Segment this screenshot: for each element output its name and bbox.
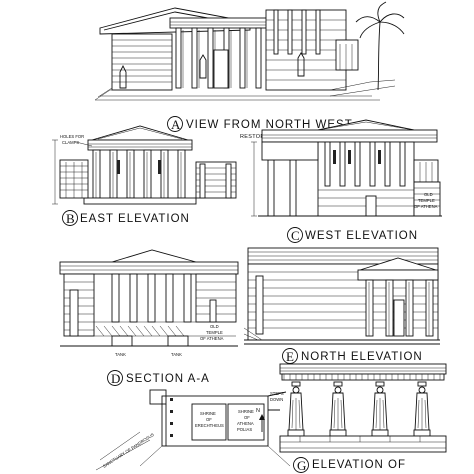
view-e-letter: E: [286, 349, 294, 364]
view-a-subtitle: RESTORED: [240, 134, 273, 140]
view-a-letter: A: [171, 117, 181, 132]
view-c-title: WEST ELEVATION: [305, 230, 418, 242]
view-b-holes-1: HOLES FOR: [60, 134, 84, 139]
view-f-steps-2: DOWN: [270, 397, 283, 402]
north-arrow-icon: [259, 414, 265, 432]
view-c-letter-circle: [287, 227, 303, 243]
view-a-letter-circle: [167, 116, 183, 132]
view-c-old-2: TEMPLE: [418, 198, 435, 203]
view-a-perspective: [94, 1, 405, 101]
view-d-old-2: TEMPLE: [206, 330, 223, 335]
view-f-shrine2-1: SHRINE: [238, 409, 254, 414]
view-e-letter-circle: [282, 348, 298, 364]
view-f-plan: [95, 389, 291, 471]
view-b-holes-2: CLAMPS: [62, 140, 79, 145]
view-d-old-3: OF ATHENA: [200, 336, 224, 341]
view-f-shrine2-2: OF: [244, 415, 250, 420]
view-b-title: EAST ELEVATION: [80, 213, 190, 225]
view-d-letter-circle: [107, 370, 123, 386]
view-c-letter: C: [291, 228, 300, 243]
view-b-east-elevation: [52, 125, 237, 205]
view-f-shrine1-2: OF: [206, 417, 212, 422]
view-f-steps-1: STEPS: [270, 391, 284, 396]
view-e-title: NORTH ELEVATION: [301, 351, 423, 363]
view-g-letter-circle: [293, 457, 309, 473]
view-d-letter: D: [111, 371, 120, 386]
view-g-caryatid-elevation: [279, 363, 447, 453]
view-e-north-elevation: [243, 247, 440, 345]
view-b-letter-circle: [62, 210, 78, 226]
view-g-title: ELEVATION OF: [312, 459, 406, 471]
view-b-holes-leader: [75, 141, 93, 147]
view-f-shrine1-3: ERECHTHEUS: [195, 423, 224, 428]
view-c-west-elevation: [251, 119, 442, 217]
view-b-letter: B: [66, 211, 75, 226]
view-d-old-1: OLD: [210, 324, 219, 329]
view-f-sanctuary: SANCTUARY OF PANDROSUS: [102, 432, 155, 469]
view-f-shrine1-1: SHRINE: [200, 411, 216, 416]
view-c-old-3: OF ATHENA: [414, 204, 438, 209]
view-c-old-1: OLD: [424, 192, 433, 197]
view-d-tank-1: TANK: [115, 352, 126, 357]
view-f-north: N: [256, 408, 260, 414]
view-f-shrine2-3: ATHENA: [237, 421, 254, 426]
view-d-tank-2: TANK: [171, 352, 182, 357]
view-a-title: VIEW FROM NORTH WEST: [186, 119, 353, 131]
view-g-letter: G: [297, 458, 306, 473]
view-f-shrine2-4: POLIAS: [237, 427, 252, 432]
view-d-section: [59, 249, 239, 347]
view-d-title: SECTION A-A: [126, 373, 210, 385]
